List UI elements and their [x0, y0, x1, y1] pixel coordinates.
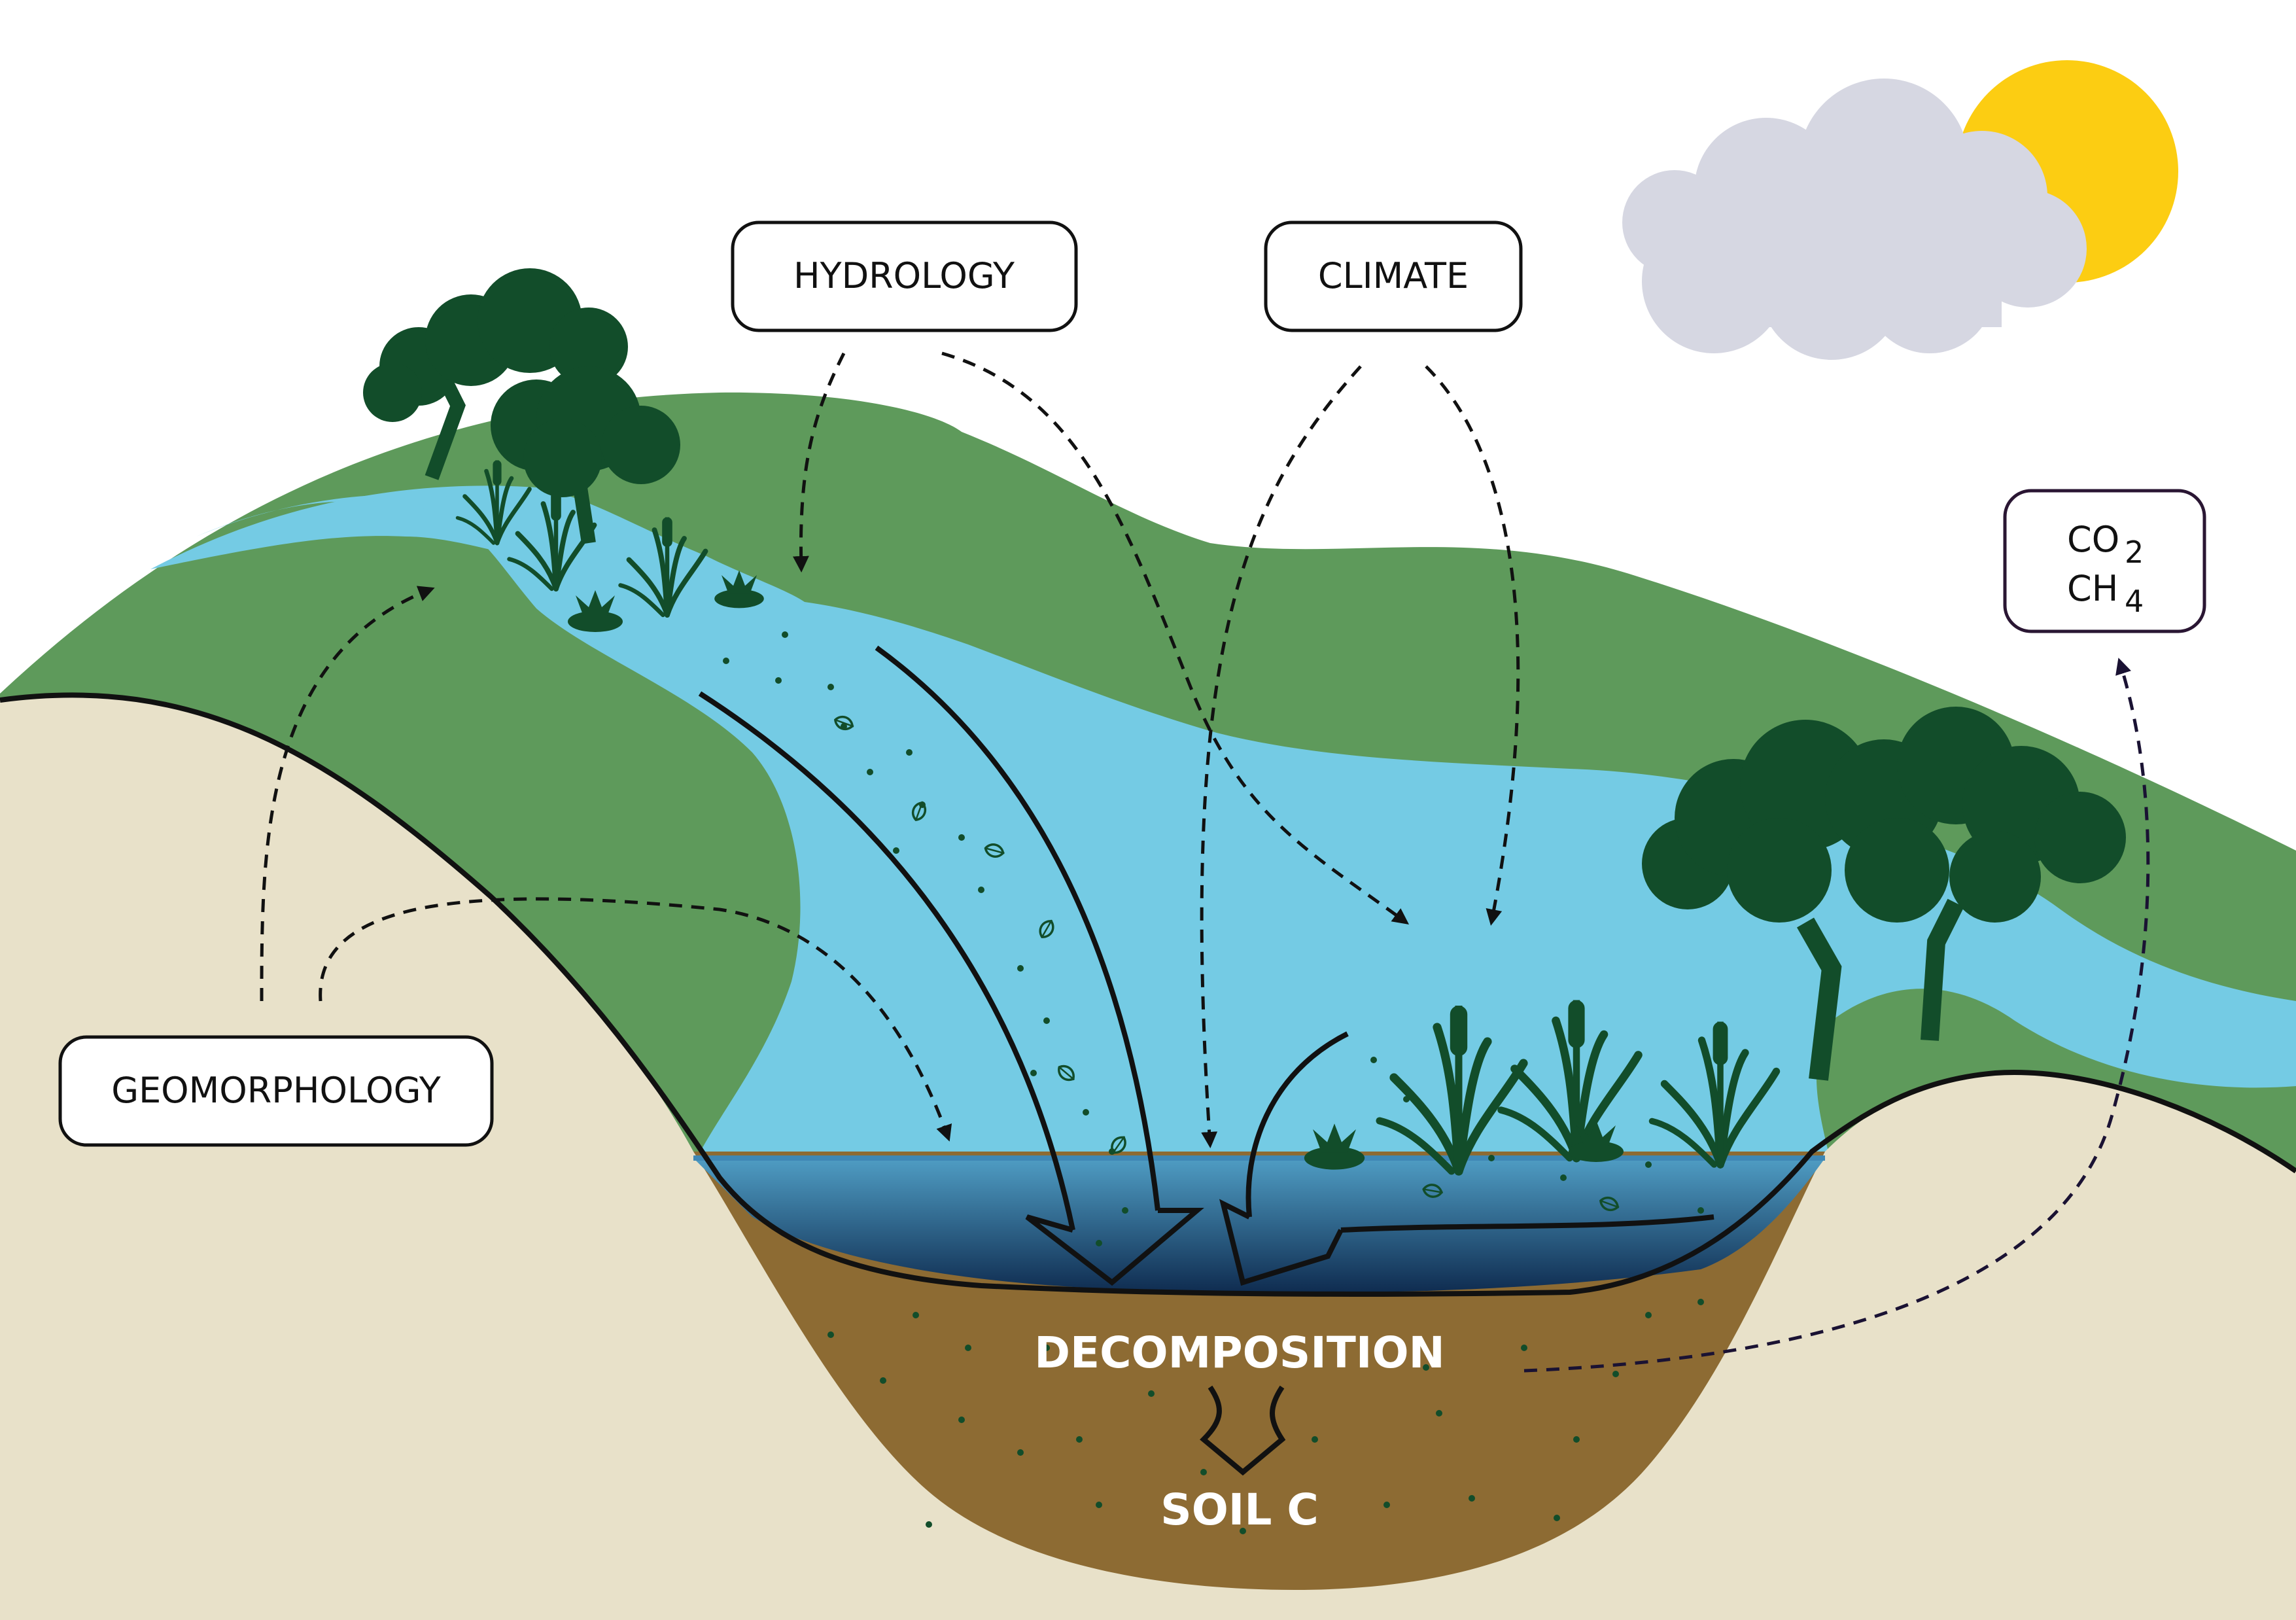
sediment-particles	[723, 631, 1704, 1246]
geomorphology-box: GEOMORPHOLOGY	[58, 1035, 494, 1147]
left-stream	[150, 485, 805, 641]
gas-emissions-box: CO 2 CH 4	[2003, 489, 2206, 633]
cloud-icon	[1622, 79, 2087, 360]
gas-co-subscript: 2	[2125, 535, 2144, 570]
tree-icon	[363, 268, 680, 544]
decomposition-arrow	[1200, 1385, 1286, 1476]
soil-c-label: SOIL C	[1160, 1485, 1319, 1535]
influence-arrows	[260, 351, 1520, 1148]
main-river	[196, 494, 2296, 1165]
hydrology-box: HYDROLOGY	[731, 220, 1078, 332]
climate-label: CLIMATE	[1318, 255, 1469, 296]
deep-water	[693, 1158, 1825, 1293]
gas-ch-label: CH	[2067, 568, 2118, 609]
decomposition-label: DECOMPOSITION	[1034, 1328, 1445, 1378]
soil-particles	[827, 1299, 1704, 1534]
ground-outline	[0, 692, 2296, 1297]
gas-ch-subscript: 4	[2125, 584, 2144, 619]
geomorphology-label: GEOMORPHOLOGY	[111, 1070, 442, 1111]
flow-arrows	[698, 645, 1714, 1286]
hydrology-label: HYDROLOGY	[793, 255, 1015, 296]
emission-arrow	[1523, 658, 2150, 1373]
tree-icon	[1642, 707, 2126, 1081]
gas-co-label: CO	[2067, 519, 2119, 560]
climate-box: CLIMATE	[1264, 220, 1523, 332]
